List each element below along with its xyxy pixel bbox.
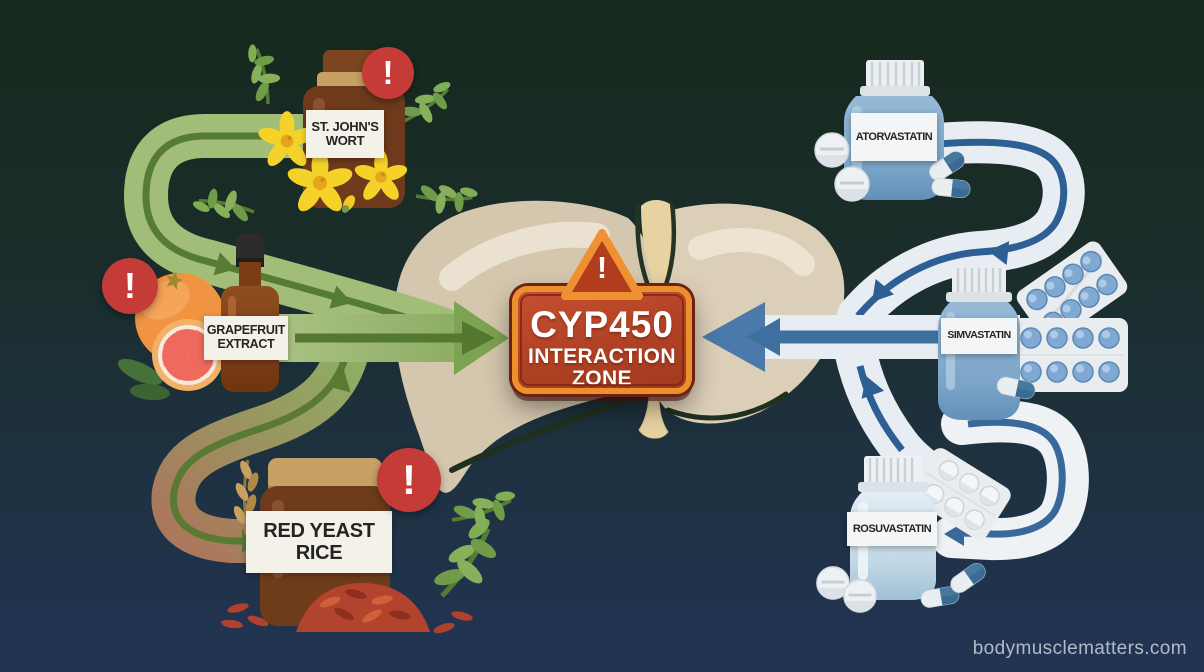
- label-red-yeast-rice: RED YEAST RICE: [246, 511, 392, 573]
- warning-triangle-icon: !: [558, 226, 646, 304]
- cyp450-interaction-zone-badge: CYP450 INTERACTION ZONE: [512, 286, 692, 394]
- triangle-exclamation: !: [596, 250, 608, 285]
- warning-icon: !: [377, 448, 441, 512]
- label-grapefruit-extract: GRAPEFRUIT EXTRACT: [204, 316, 288, 360]
- simvastatin-illustration: [938, 241, 1128, 420]
- blister-pack: [1016, 241, 1128, 343]
- gallbladder: [638, 395, 669, 439]
- warning-icon: !: [362, 47, 414, 99]
- badge-subtitle: INTERACTION ZONE: [528, 345, 676, 390]
- flow-stjohnswort-arrow: [123, 114, 482, 358]
- label-rosuvastatin: ROSUVASTATIN: [847, 512, 937, 546]
- flow-atorvastatin-arrow: [837, 121, 1085, 337]
- flow-rosuvastatin-uturn: [931, 400, 1089, 561]
- flow-rosuvastatin-connector: [834, 329, 943, 489]
- warning-icon: !: [102, 258, 158, 314]
- watermark: bodymusclematters.com: [972, 638, 1187, 659]
- label-simvastatin: SIMVASTATIN: [941, 318, 1017, 354]
- rice-pile: [220, 583, 474, 636]
- flow-redyeastrice-arrow: [151, 330, 369, 563]
- blister-pack: [1012, 318, 1128, 392]
- label-st-johns-wort: ST. JOHN'S WORT: [306, 110, 384, 158]
- label-atorvastatin: ATORVASTATIN: [851, 113, 937, 161]
- badge-title: CYP450: [530, 304, 674, 346]
- blister-pack: [909, 448, 1011, 540]
